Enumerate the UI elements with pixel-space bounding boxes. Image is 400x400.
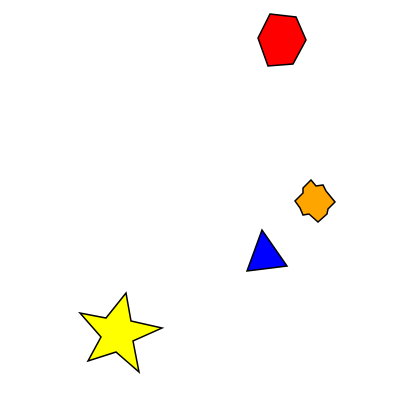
star-icon [77, 291, 165, 374]
triangle-icon [245, 228, 289, 272]
cross-icon [294, 178, 337, 224]
hexagon-icon [257, 13, 307, 67]
